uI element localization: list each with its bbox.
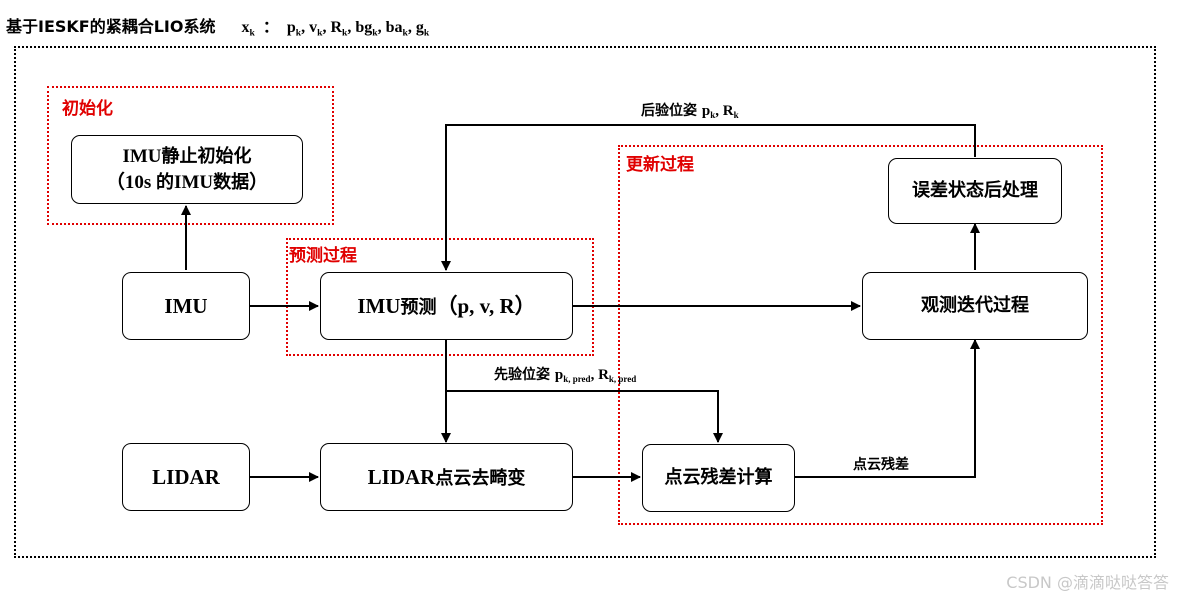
imu-predict-vars: p, v, R <box>457 293 515 318</box>
state-component-sub: k <box>402 27 408 39</box>
prior-sep: , <box>590 367 599 383</box>
node-imu-static-init-line1: IMU静止初始化 <box>122 144 251 170</box>
imu-init-imu: IMU <box>174 171 214 193</box>
posterior-zh: 后验位姿 <box>641 103 702 119</box>
state-component-sep: , <box>347 19 356 36</box>
node-observe: 观测迭代过程 <box>862 272 1088 340</box>
imu-init-zh: 静止初始化 <box>161 145 252 167</box>
imu-predict-close: ） <box>514 293 536 318</box>
prior-r-sub: k, pred <box>608 374 637 385</box>
node-imu-static-init: IMU静止初始化 （10s 的IMU数据） <box>71 135 303 204</box>
state-component-sub: k <box>372 27 378 39</box>
node-imu: IMU <box>122 272 250 340</box>
posterior-r-sub: k <box>733 110 739 121</box>
region-predict-label: 预测过程 <box>289 246 357 266</box>
imu-predict-open: （ <box>436 293 458 318</box>
prior-p-sub: k, pred <box>563 374 591 385</box>
state-component-sub: k <box>295 27 302 39</box>
posterior-p-sub: k <box>710 110 716 121</box>
imu-init-latin: IMU <box>122 145 162 167</box>
state-components: pk, vk, Rk, bgk, bak, gk <box>286 19 430 39</box>
imu-init-close: ） <box>249 171 269 193</box>
node-post-process-label: 误差状态后处理 <box>912 179 1038 201</box>
node-observe-label: 观测迭代过程 <box>921 294 1029 316</box>
prior-p: p <box>554 367 564 383</box>
diagram-title: 基于IESKF的紧耦合LIO系统 <box>6 17 216 36</box>
state-component-sep: , <box>407 19 416 36</box>
imu-predict-latin: IMU <box>357 293 401 318</box>
state-component-sep: , <box>301 19 310 36</box>
prior-r: R <box>598 367 609 383</box>
state-vector-formula: xk：pk, vk, Rk, bgk, bak, gk <box>242 13 430 38</box>
state-component: ba <box>385 19 403 36</box>
posterior-sep: , <box>715 103 723 119</box>
state-component: v <box>309 19 318 36</box>
node-lidar: LIDAR <box>122 443 250 511</box>
node-imu-static-init-line2: （10s 的IMU数据） <box>106 170 268 196</box>
imu-init-de: 的 <box>156 171 175 193</box>
diagram-header: 基于IESKF的紧耦合LIO系统 xk：pk, vk, Rk, bgk, bak… <box>6 13 429 41</box>
label-point-residual: 点云残差 <box>853 454 909 474</box>
imu-init-data: 数据 <box>213 171 250 193</box>
label-posterior-pose: 后验位姿 pk, Rk <box>641 100 739 120</box>
node-imu-predict-text: IMU预测（p, v, R） <box>357 292 535 320</box>
state-component-sub: k <box>317 27 323 39</box>
state-var-sub: k <box>249 27 255 39</box>
state-component-sub: k <box>423 27 430 39</box>
state-var: x <box>241 19 250 36</box>
state-component-sub: k <box>342 27 348 39</box>
posterior-p: p <box>701 103 711 119</box>
deskew-zh: 点云去畸变 <box>435 467 526 489</box>
posterior-r: R <box>722 103 734 119</box>
imu-init-10s: 10s <box>124 171 157 193</box>
label-prior-pose: 先验位姿 pk, pred, Rk, pred <box>494 364 636 384</box>
imu-init-open: （ <box>105 171 125 193</box>
region-init-label: 初始化 <box>62 99 113 119</box>
residual-zh: 点云残差 <box>853 457 909 473</box>
watermark: CSDN @滴滴哒哒答答 <box>1006 573 1169 592</box>
state-component: p <box>286 19 296 36</box>
imu-predict-zh: 预测 <box>400 296 437 318</box>
node-residual: 点云残差计算 <box>642 444 795 512</box>
node-post-process: 误差状态后处理 <box>888 158 1062 224</box>
node-residual-label: 点云残差计算 <box>664 466 773 488</box>
system-frame <box>14 46 1156 558</box>
node-imu-label: IMU <box>164 293 208 318</box>
node-lidar-label: LIDAR <box>152 464 220 489</box>
region-predict <box>286 238 594 356</box>
node-imu-predict: IMU预测（p, v, R） <box>320 272 573 340</box>
formula-colon: ： <box>262 19 279 36</box>
state-component: g <box>415 19 424 36</box>
node-lidar-deskew: LIDAR点云去畸变 <box>320 443 573 511</box>
node-lidar-deskew-text: LIDAR点云去畸变 <box>368 463 526 491</box>
state-component-sep: , <box>377 19 386 36</box>
state-component-sep: , <box>322 19 331 36</box>
prior-zh: 先验位姿 <box>494 367 555 383</box>
deskew-latin: LIDAR <box>367 464 436 489</box>
region-update-label: 更新过程 <box>626 155 694 175</box>
state-component: R <box>330 19 343 36</box>
region-init <box>47 86 334 225</box>
state-component: bg <box>355 19 373 36</box>
